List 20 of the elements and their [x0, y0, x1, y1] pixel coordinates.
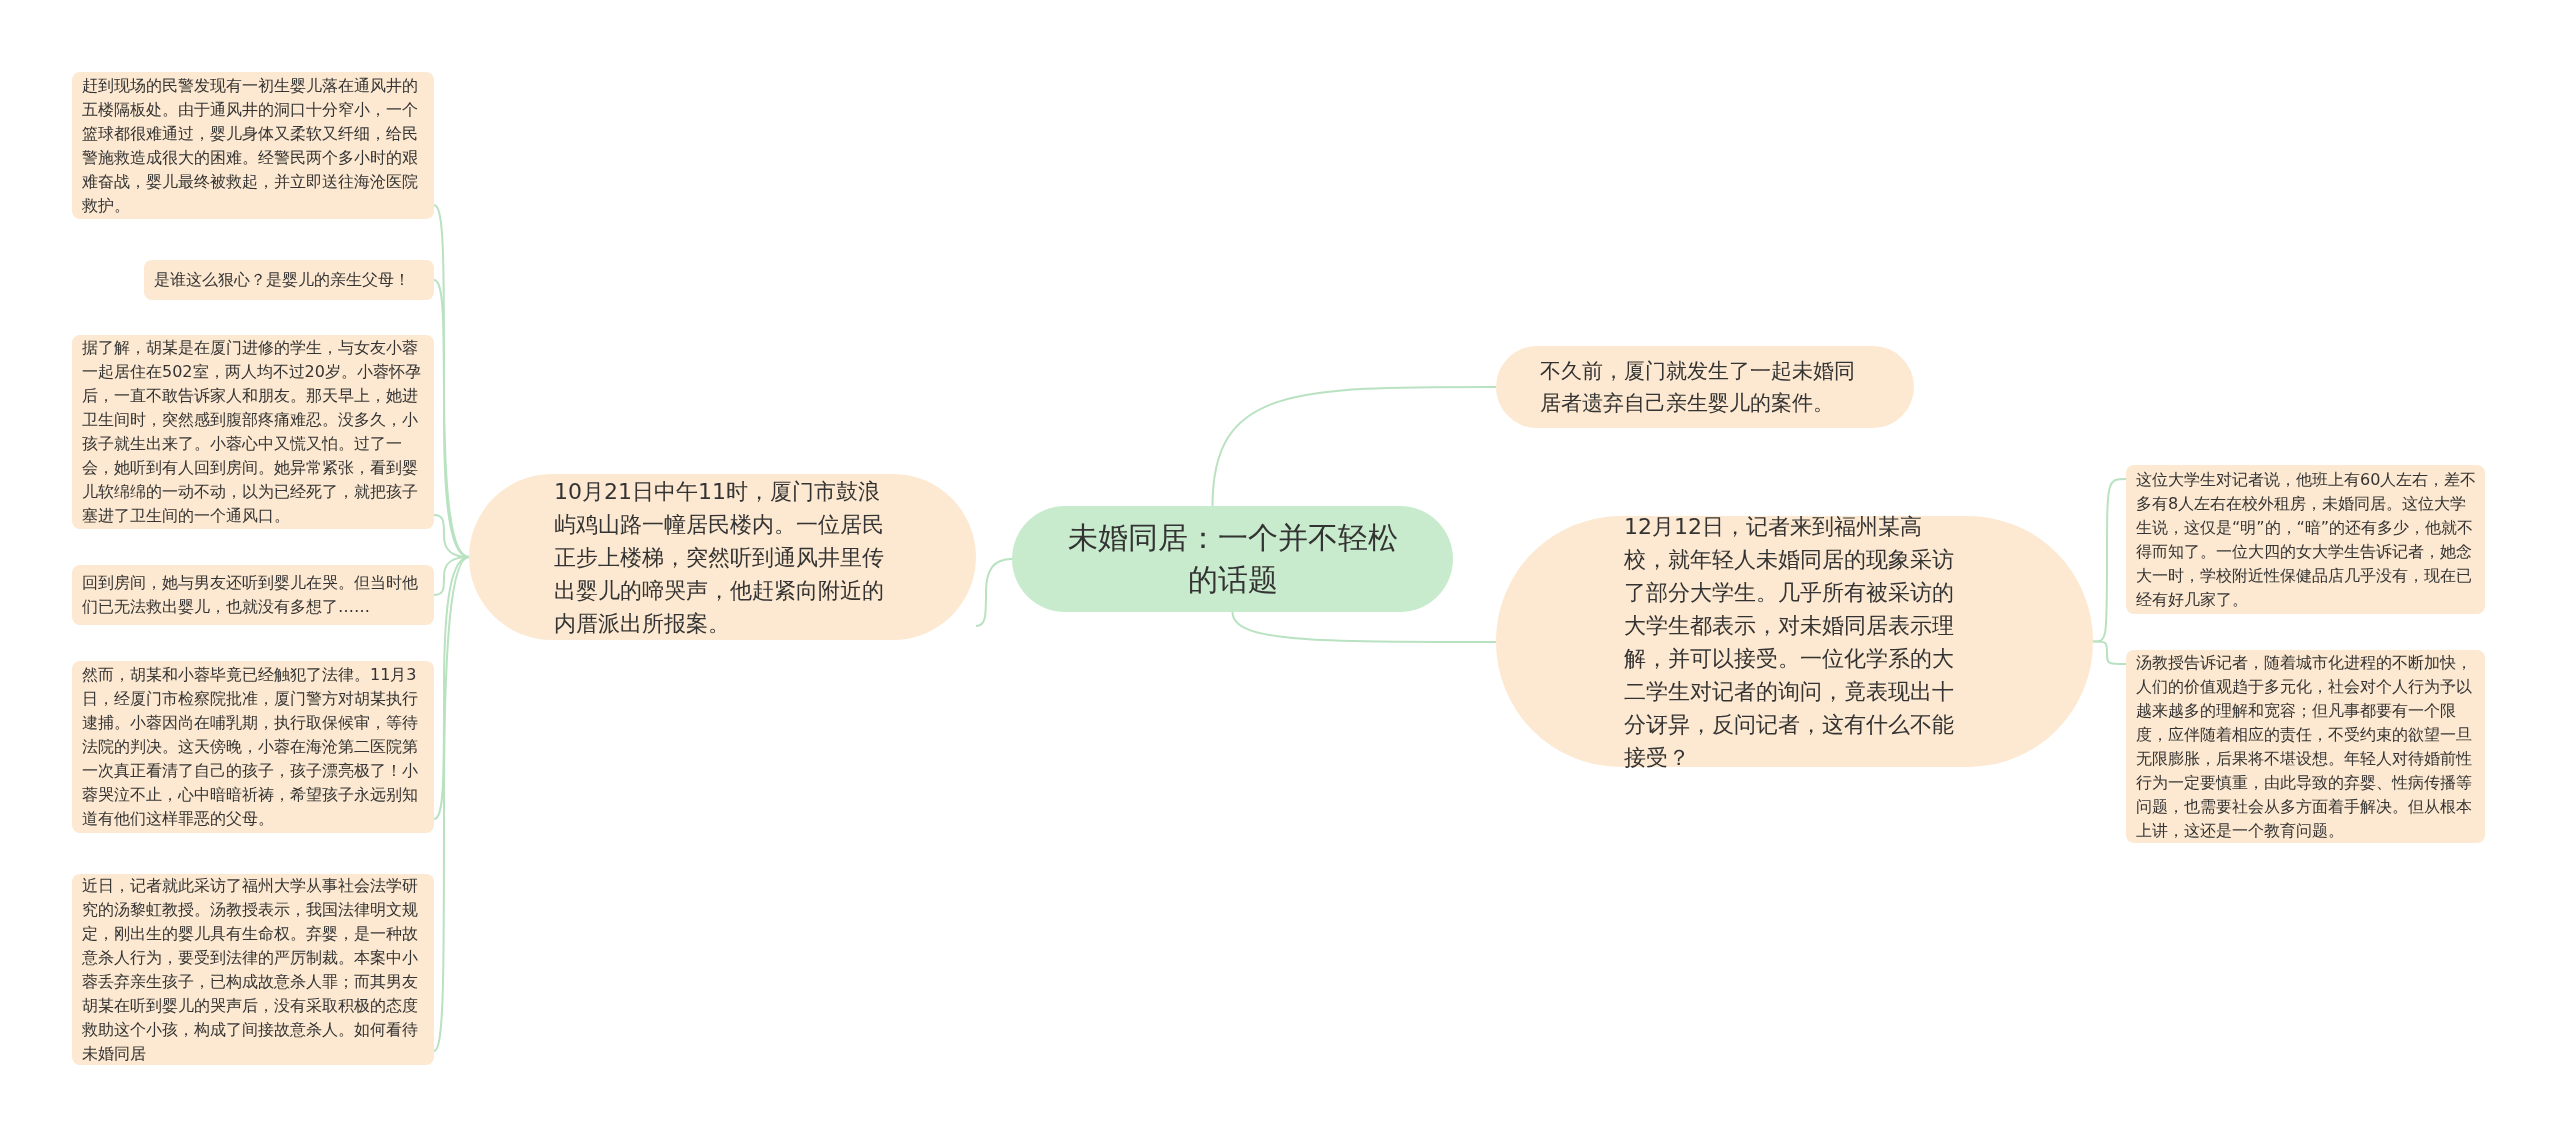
connector-line: [1231, 611, 1497, 643]
note-box: 汤教授告诉记者，随着城市化进程的不断加快，人们的价值观趋于多元化，社会对个人行为予以越来越多的理解和宽容；但凡事都要有一个限度，应伴随着相应的责任，不受约束的欲望一旦无限膨胀，后果将不堪设想。年轻人对待婚前性行为一定要慎重，由此导致的弃婴、性病传播等问题，也需要社会从多方面着手解决。但从根本上讲，这还是一个教育问题。: [2126, 650, 2485, 843]
connector-line: [433, 556, 470, 1052]
note-box: 是谁这么狠心？是婴儿的亲生父母！: [144, 260, 434, 300]
topic-box: 12月12日，记者来到福州某高校，就年轻人未婚同居的现象采访了部分大学生。几乎所有被采访的大学生都表示，对未婚同居表示理解，并可以接受。一位化学系的大二学生对记者的询问，竟表现出十分讶异，反问记者，这有什么不能接受？: [1496, 516, 2093, 767]
note-box: 然而，胡某和小蓉毕竟已经触犯了法律。11月3日，经厦门市检察院批准，厦门警方对胡某执行逮捕。小蓉因尚在哺乳期，执行取保候审，等待法院的判决。这天傍晚，小蓉在海沧第二医院第一次真正看清了自己的孩子，孩子漂亮极了！小蓉哭泣不止，心中暗暗祈祷，希望孩子永远别知道有他们这样罪恶的父母。: [72, 661, 434, 833]
note-box: 近日，记者就此采访了福州大学从事社会法学研究的汤黎虹教授。汤教授表示，我国法律明文规定，刚出生的婴儿具有生命权。弃婴，是一种故意杀人行为，要受到法律的严厉制裁。本案中小蓉丢弃亲生孩子，已构成故意杀人罪；而其男友胡某在听到婴儿的哭声后，没有采取积极的态度救助这个小孩，构成了间接故意杀人。如何看待未婚同居: [72, 874, 434, 1065]
connector-line: [1211, 386, 1497, 507]
note-box: 回到房间，她与男友还听到婴儿在哭。但当时他们已无法救出婴儿，也就没有多想了……: [72, 565, 434, 625]
connector-line: [2092, 478, 2127, 643]
connector-line: [433, 204, 470, 558]
topic-box: 不久前，厦门就发生了一起未婚同居者遗弃自己亲生婴儿的案件。: [1496, 346, 1914, 428]
connector-line: [2092, 640, 2127, 665]
central-topic: 未婚同居：一个并不轻松的话题: [1012, 506, 1453, 612]
note-box: 赶到现场的民警发现有一初生婴儿落在通风井的五楼隔板处。由于通风井的洞口十分窄小，一个篮球都很难通过，婴儿身体又柔软又纤细，给民警施救造成很大的困难。经警民两个多小时的艰难奋战，婴儿最终被救起，并立即送往海沧医院救护。: [72, 72, 434, 219]
note-box: 据了解，胡某是在厦门进修的学生，与女友小蓉一起居住在502室，两人均不过20岁。小蓉怀孕后，一直不敢告诉家人和朋友。那天早上，她进卫生间时，突然感到腹部疼痛难忍。没多久，小孩子就生出来了。小蓉心中又慌又怕。过了一会，她听到有人回到房间。她异常紧张，看到婴儿软绵绵的一动不动，以为已经死了，就把孩子塞进了卫生间的一个通风口。: [72, 335, 434, 529]
note-box: 这位大学生对记者说，他班上有60人左右，差不多有8人左右在校外租房，未婚同居。这位大学生说，这仅是“明”的，“暗”的还有多少，他就不得而知了。一位大四的女大学生告诉记者，她念大一时，学校附近性保健品店几乎没有，现在已经有好几家了。: [2126, 465, 2485, 614]
connector-line: [975, 558, 1013, 627]
connector-line: [433, 556, 470, 820]
topic-box: 10月21日中午11时，厦门市鼓浪屿鸡山路一幢居民楼内。一位居民正步上楼梯，突然听到通风井里传出婴儿的啼哭声，他赶紧向附近的内厝派出所报案。: [469, 474, 976, 640]
